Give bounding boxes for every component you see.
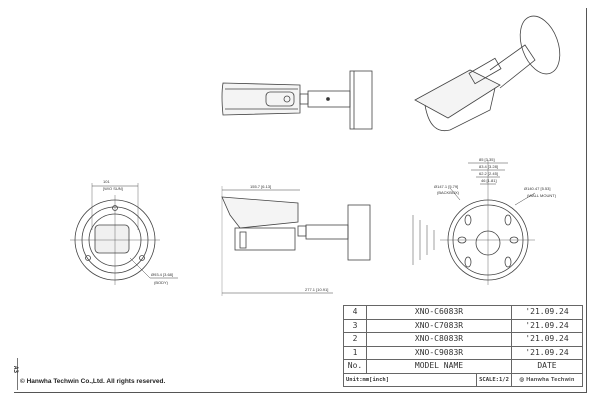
dim-mount-w4: 46 [1.81] bbox=[481, 178, 497, 183]
copyright: © Hanwha Techwin Co.,Ltd. All rights res… bbox=[20, 378, 166, 385]
header-no: No. bbox=[343, 359, 367, 374]
row-model: XNO-C8083R bbox=[366, 332, 512, 347]
table-row: 4 XNO-C6083R '21.09.24 bbox=[343, 305, 583, 320]
title-block: 4 XNO-C6083R '21.09.24 3 XNO-C7083R '21.… bbox=[343, 305, 583, 387]
row-no: 1 bbox=[343, 345, 367, 360]
header-model: MODEL NAME bbox=[366, 359, 512, 374]
row-model: XNO-C6083R bbox=[366, 305, 512, 320]
top-view bbox=[221, 70, 373, 130]
dim-wall-note: (WALL MOUNT) bbox=[527, 193, 557, 198]
dim-side-top: 155.7 [6.13] bbox=[250, 184, 271, 189]
dim-body-note: (BODY) bbox=[154, 280, 169, 285]
row-date: '21.09.24 bbox=[511, 318, 583, 333]
row-model: XNO-C7083R bbox=[366, 318, 512, 333]
dim-body-dia: Ø93.4 [3.68] bbox=[151, 272, 173, 277]
mount-view bbox=[412, 160, 536, 285]
side-view bbox=[221, 186, 371, 296]
hanwha-logo: ◎ Hanwha Techwin bbox=[511, 372, 583, 387]
row-no: 2 bbox=[343, 332, 367, 347]
table-row: 2 XNO-C8083R '21.09.24 bbox=[343, 332, 583, 347]
drawing-frame bbox=[14, 8, 587, 393]
row-date: '21.09.24 bbox=[511, 332, 583, 347]
dim-wall-dia: Ø140.47 [5.53] bbox=[524, 186, 550, 191]
logo-mark-icon: ◎ bbox=[519, 376, 527, 383]
footer-row: Unit:mm[inch] SCALE:1/2 ◎ Hanwha Techwin bbox=[343, 372, 583, 387]
logo-text: Hanwha Techwin bbox=[526, 376, 575, 383]
dim-backbox-dia: Ø147.1 [5.79] bbox=[434, 184, 458, 189]
iso-view bbox=[414, 15, 561, 132]
dim-side-total: 277.1 [10.91] bbox=[305, 287, 328, 292]
row-no: 4 bbox=[343, 305, 367, 320]
row-date: '21.09.24 bbox=[511, 345, 583, 360]
table-row: 1 XNO-C9083R '21.09.24 bbox=[343, 345, 583, 360]
dim-mount-w2: 83.4 [3.28] bbox=[479, 164, 498, 169]
table-row: 3 XNO-C7083R '21.09.24 bbox=[343, 318, 583, 333]
row-date: '21.09.24 bbox=[511, 305, 583, 320]
table-header-row: No. MODEL NAME DATE bbox=[343, 359, 583, 374]
row-model: XNO-C9083R bbox=[366, 345, 512, 360]
dim-front-width: 101 bbox=[103, 179, 110, 184]
margin-line bbox=[17, 358, 18, 390]
scale-label: SCALE:1/2 bbox=[476, 372, 512, 387]
front-view bbox=[70, 183, 178, 285]
dim-backbox-note: (BACKBOX) bbox=[437, 190, 460, 195]
row-no: 3 bbox=[343, 318, 367, 333]
unit-label: Unit:mm[inch] bbox=[343, 372, 477, 387]
dim-front-note: [W/O SUN] bbox=[103, 186, 123, 191]
dim-mount-w3: 62.2 [2.45] bbox=[479, 171, 498, 176]
dim-mount-w1: 85 [3.35] bbox=[479, 157, 495, 162]
header-date: DATE bbox=[511, 359, 583, 374]
